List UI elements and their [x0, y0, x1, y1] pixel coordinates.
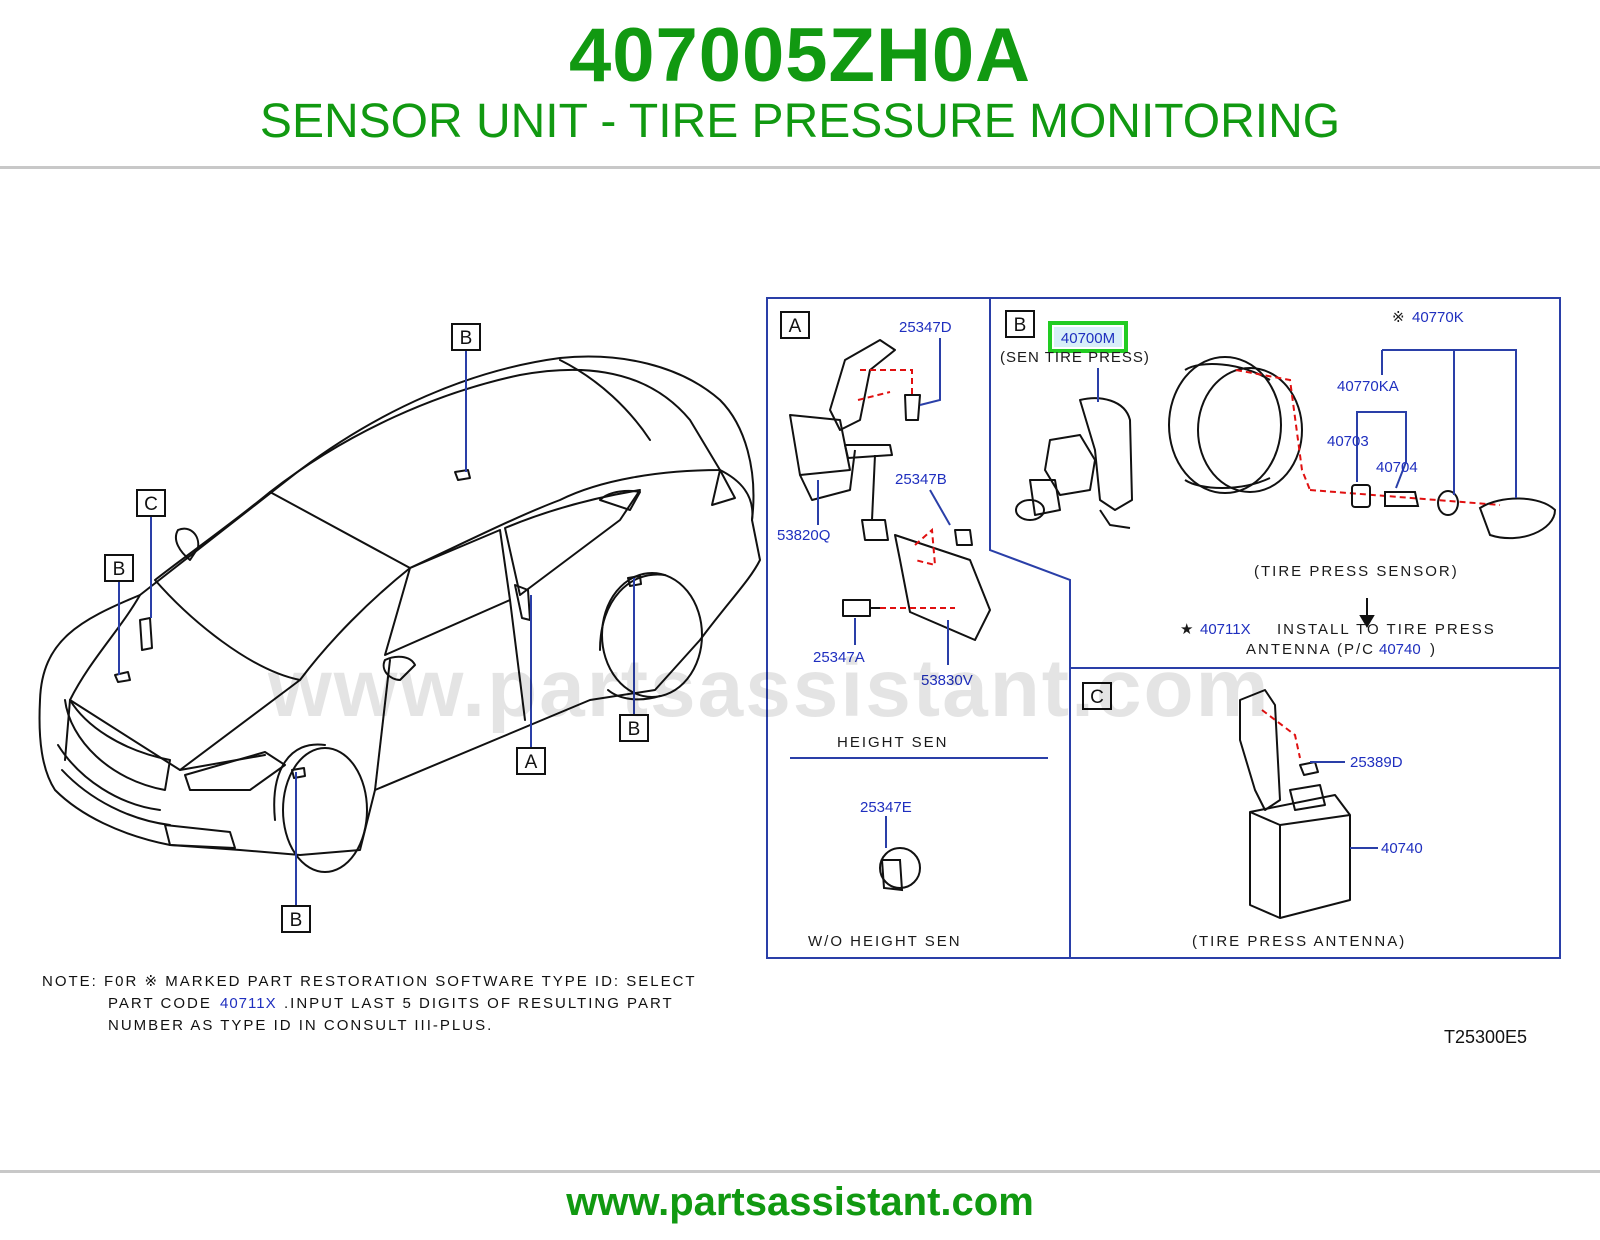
- panel-a-part-25347d[interactable]: 25347D: [899, 319, 952, 336]
- highlight-fill: [1054, 327, 1122, 347]
- callout-c: C: [144, 494, 158, 515]
- panel-a-part-53830v[interactable]: 53830V: [921, 672, 973, 689]
- footer-divider: [0, 1170, 1600, 1173]
- panel-b-part-40770ka[interactable]: 40770KA: [1337, 378, 1399, 395]
- panel-c: C 25389D 40740 (TIRE PRESS ANTENNA): [1082, 682, 1423, 950]
- panel-a: A 25347D: [777, 311, 991, 950]
- panel-b-antenna-suffix: ): [1430, 641, 1435, 658]
- panel-c-part-25389d[interactable]: 25389D: [1350, 754, 1403, 771]
- panel-c-letter: C: [1090, 687, 1104, 708]
- callout-b-roof: B: [460, 328, 473, 349]
- panel-b-part-40711x[interactable]: 40711X: [1200, 621, 1251, 638]
- panel-b-letter: B: [1014, 315, 1027, 336]
- highlight-box: [1048, 321, 1128, 353]
- panel-b-part-40770k[interactable]: 40770K: [1412, 309, 1464, 326]
- callout-a: A: [525, 752, 538, 773]
- note-line-2-prefix: PART CODE: [108, 995, 212, 1012]
- note-line-1: NOTE: F0R ※ MARKED PART RESTORATION SOFT…: [42, 973, 697, 990]
- callout-b-rear: B: [628, 719, 641, 740]
- footer-website-link[interactable]: www.partsassistant.com: [566, 1180, 1034, 1224]
- panel-b-part-40700m[interactable]: 40700M: [1061, 330, 1115, 347]
- panel-b-part-40703[interactable]: 40703: [1327, 433, 1369, 450]
- header-divider: [0, 166, 1600, 169]
- panel-b: B 40700M (SEN TIRE PRESS): [1000, 309, 1557, 658]
- panel-a-part-25347a[interactable]: 25347A: [813, 649, 865, 666]
- panel-c-part-40740[interactable]: 40740: [1381, 840, 1423, 857]
- callout-b-front: B: [290, 910, 303, 931]
- diagram-code: T25300E5: [1444, 1027, 1527, 1047]
- note-block: NOTE: F0R ※ MARKED PART RESTORATION SOFT…: [42, 973, 697, 1034]
- panel-a-part-25347e[interactable]: 25347E: [860, 799, 912, 816]
- panel-b-antenna-prefix: ANTENNA (P/C: [1246, 641, 1375, 658]
- panel-a-part-53820q[interactable]: 53820Q: [777, 527, 830, 544]
- panel-a-letter: A: [789, 316, 802, 337]
- panel-a-wo-height-sen-label: W/O HEIGHT SEN: [808, 933, 962, 950]
- panel-b-sen-label: (SEN TIRE PRESS): [1000, 349, 1150, 366]
- panel-b-part-40704[interactable]: 40704: [1376, 459, 1418, 476]
- panel-b-install-text: INSTALL TO TIRE PRESS: [1277, 621, 1496, 638]
- car-leader-lines: [118, 350, 635, 906]
- panel-frames: [766, 297, 1561, 959]
- panel-c-tire-press-antenna-label: (TIRE PRESS ANTENNA): [1192, 933, 1406, 950]
- note-line-2-suffix: .INPUT LAST 5 DIGITS OF RESULTING PART: [284, 995, 674, 1012]
- note-part-40711x[interactable]: 40711X: [220, 995, 277, 1012]
- panel-a-part-25347b[interactable]: 25347B: [895, 471, 947, 488]
- watermark: www.partsassistant.com: [267, 643, 1271, 734]
- header: 407005ZH0A SENSOR UNIT - TIRE PRESSURE M…: [0, 0, 1600, 168]
- part-number-title: 407005ZH0A: [568, 13, 1032, 98]
- note-line-3: NUMBER AS TYPE ID IN CONSULT III-PLUS.: [108, 1017, 493, 1034]
- panel-b-kome-mark: ※: [1392, 309, 1405, 326]
- car-callout-boxes: [104, 323, 649, 933]
- car-illustration: [38, 355, 761, 873]
- panel-b-part-40740[interactable]: 40740: [1379, 641, 1421, 658]
- panel-b-tire-press-sensor-label: (TIRE PRESS SENSOR): [1254, 563, 1459, 580]
- callout-b-hood: B: [113, 559, 126, 580]
- panel-a-height-sen-label: HEIGHT SEN: [837, 734, 948, 751]
- panel-b-star: ★: [1180, 621, 1193, 638]
- part-description-title: SENSOR UNIT - TIRE PRESSURE MONITORING: [259, 95, 1341, 148]
